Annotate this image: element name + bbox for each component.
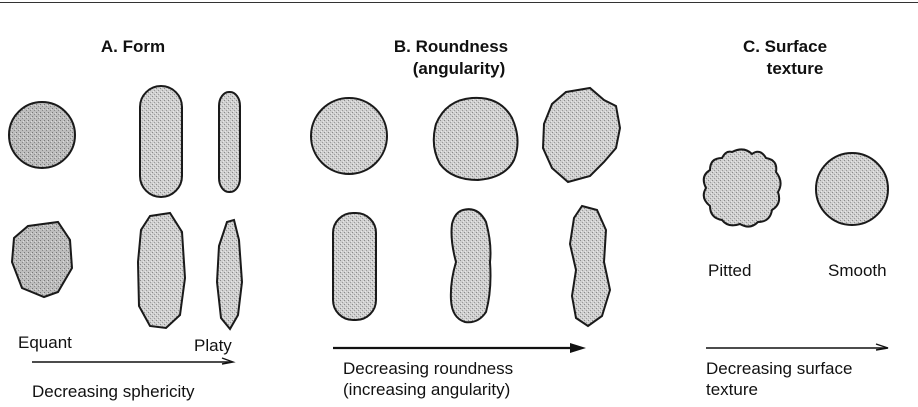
form-rod-rounded-grain — [140, 86, 182, 197]
roundness-caption-line2: (increasing angularity) — [343, 380, 510, 400]
surface-caption-line1: Decreasing surface — [706, 359, 852, 379]
surface-header-line2: texture — [730, 58, 860, 79]
surface-smooth-grain — [816, 153, 888, 225]
surface-pitted-grain — [704, 149, 781, 226]
form-platy-angular-grain — [217, 220, 242, 329]
equant-label: Equant — [18, 333, 72, 353]
surface-caption-line2: texture — [706, 380, 758, 400]
roundness-subrounded-grain — [434, 98, 518, 180]
roundness-rod-subrounded-grain — [451, 209, 491, 322]
roundness-rod-angular-grain — [570, 206, 610, 326]
roundness-caption-line1: Decreasing roundness — [343, 359, 513, 379]
form-arrow-head — [222, 358, 233, 364]
form-header: A. Form — [88, 36, 178, 57]
platy-label: Platy — [194, 336, 232, 356]
surface-arrow-head — [876, 344, 888, 350]
roundness-angular-grain — [543, 88, 620, 182]
pitted-label: Pitted — [708, 261, 751, 281]
form-equant-rounded-grain — [9, 102, 75, 168]
smooth-label: Smooth — [828, 261, 887, 281]
roundness-well-rounded-grain — [311, 98, 387, 174]
surface-header-line1: C. Surface — [720, 36, 850, 57]
form-equant-angular-grain — [12, 222, 72, 297]
roundness-header-line2: (angularity) — [384, 58, 534, 79]
roundness-arrow-head — [570, 343, 586, 353]
roundness-header-line1: B. Roundness — [376, 36, 526, 57]
form-rod-angular-grain — [138, 213, 185, 328]
form-caption: Decreasing sphericity — [32, 382, 195, 402]
form-platy-rounded-grain — [219, 92, 240, 192]
roundness-rod-rounded-grain — [333, 213, 376, 320]
